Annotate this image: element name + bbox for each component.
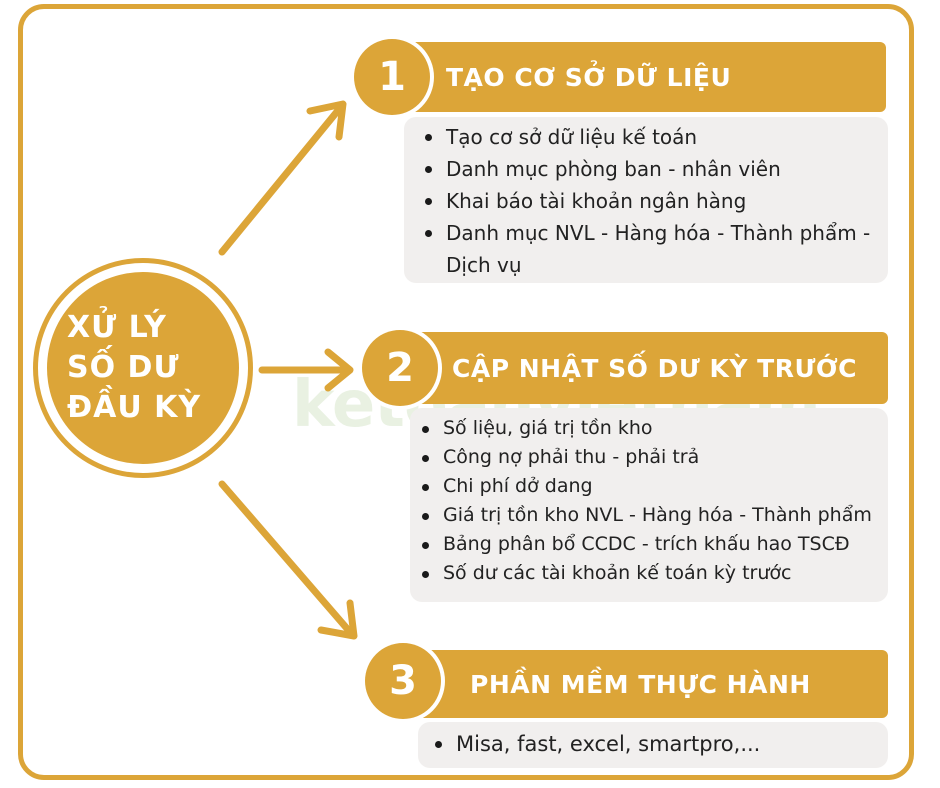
arrowhead-step-1 xyxy=(306,100,347,141)
step-3-number: 3 xyxy=(365,643,441,719)
center-line-3: ĐẦU KỲ xyxy=(67,390,202,425)
step-2-item: Công nợ phải thu - phải trả xyxy=(422,443,880,472)
step-2-banner: CẬP NHẬT SỐ DƯ KỲ TRƯỚC xyxy=(396,332,888,404)
step-2-item: Chi phí dở dang xyxy=(422,472,880,501)
step-2-title: CẬP NHẬT SỐ DƯ KỲ TRƯỚC xyxy=(452,353,858,383)
step-2-item: Số dư các tài khoản kế toán kỳ trước xyxy=(422,559,880,588)
step-1-item: Danh mục phòng ban - nhân viên xyxy=(425,153,878,185)
center-disc: XỬ LÝ SỐ DƯ ĐẦU KỲ xyxy=(47,272,239,464)
arrowhead-step-2 xyxy=(324,348,354,392)
step-2-item: Bảng phân bổ CCDC - trích khấu hao TSCĐ xyxy=(422,530,880,559)
step-1-badge: 1 xyxy=(350,35,434,119)
step-2-list: Số liệu, giá trị tồn kho Công nợ phải th… xyxy=(410,408,888,602)
step-3-list: Misa, fast, excel, smartpro,... xyxy=(418,722,888,768)
step-2-item: Số liệu, giá trị tồn kho xyxy=(422,414,880,443)
step-2-item: Giá trị tồn kho NVL - Hàng hóa - Thành p… xyxy=(422,501,880,530)
step-1-number: 1 xyxy=(354,39,430,115)
arrowhead-step-3 xyxy=(317,599,358,640)
step-2-number: 2 xyxy=(362,330,438,406)
step-1-list: Tạo cơ sở dữ liệu kế toán Danh mục phòng… xyxy=(404,117,888,283)
center-line-1: XỬ LÝ xyxy=(67,310,167,345)
step-3-badge: 3 xyxy=(361,639,445,723)
step-3-title: PHẦN MỀM THỰC HÀNH xyxy=(470,669,811,699)
step-1-banner: TẠO CƠ SỞ DỮ LIỆU xyxy=(388,42,886,112)
step-3-item: Misa, fast, excel, smartpro,... xyxy=(435,729,880,759)
step-3-banner: PHẦN MỀM THỰC HÀNH xyxy=(398,650,888,718)
step-1-title: TẠO CƠ SỞ DỮ LIỆU xyxy=(446,62,732,92)
center-topic: XỬ LÝ SỐ DƯ ĐẦU KỲ xyxy=(33,258,253,478)
outer-frame xyxy=(18,4,914,780)
center-line-2: SỐ DƯ xyxy=(67,350,180,385)
arrow-to-step-3 xyxy=(218,480,354,636)
step-1-item: Tạo cơ sở dữ liệu kế toán xyxy=(425,121,878,153)
step-1-item: Danh mục NVL - Hàng hóa - Thành phẩm - D… xyxy=(425,217,878,281)
step-1-item: Khai báo tài khoản ngân hàng xyxy=(425,185,878,217)
step-2-badge: 2 xyxy=(358,326,442,410)
arrow-to-step-1 xyxy=(218,104,344,256)
